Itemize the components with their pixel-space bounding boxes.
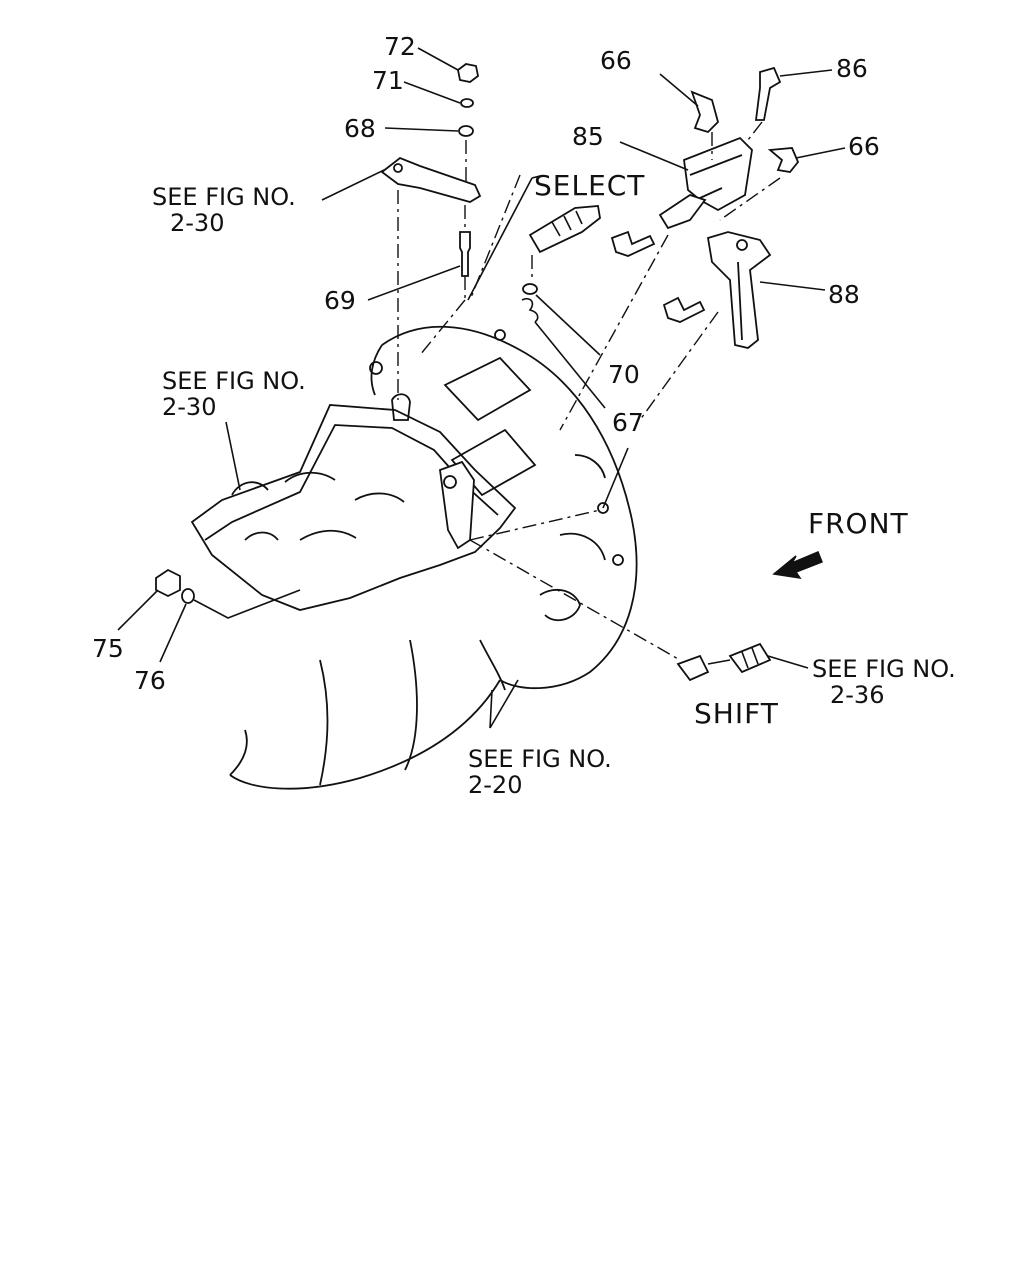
callout-76: 76 (134, 666, 166, 695)
see-fig-2-20-line2: 2-20 (468, 771, 523, 799)
shift-label: SHIFT (694, 697, 779, 730)
front-direction-arrow-icon (772, 551, 823, 580)
shift-cable (439, 447, 772, 682)
callout-88: 88 (828, 280, 860, 309)
see-fig-2-30-lower: SEE FIG NO. 2-30 (162, 368, 306, 420)
callout-69: 69 (324, 286, 356, 315)
see-fig-2-30-lower-line2: 2-30 (162, 393, 217, 421)
see-fig-2-20-line1: SEE FIG NO. (468, 745, 612, 773)
nut-72-shape (457, 63, 479, 83)
see-fig-2-36-line2: 2-36 (830, 681, 885, 709)
callout-71: 71 (372, 66, 404, 95)
nut-75-shape (155, 568, 181, 598)
see-fig-2-30-upper-line1: SEE FIG NO. (152, 183, 296, 211)
callout-70: 70 (608, 360, 640, 389)
callout-86: 86 (836, 54, 868, 83)
callout-75: 75 (92, 634, 124, 663)
see-fig-2-36: SEE FIG NO. 2-36 (812, 656, 956, 708)
callout-85: 85 (572, 122, 604, 151)
bolt-86-shape (754, 66, 782, 121)
select-cable-end (521, 205, 601, 323)
shift-bracket-assembly (469, 66, 800, 431)
see-fig-2-30-upper-line2: 2-30 (170, 209, 225, 237)
clip-66-right-shape (767, 147, 800, 173)
callout-68: 68 (344, 114, 376, 143)
clip-70-shape (522, 283, 538, 295)
callout-66-upper: 66 (600, 46, 632, 75)
callout-67: 67 (612, 408, 644, 437)
washer-76-shape (181, 588, 195, 604)
washer-68-shape (458, 125, 474, 137)
nut-washer-75-76 (155, 568, 301, 619)
front-label: FRONT (808, 507, 909, 540)
pin-69-shape (459, 231, 471, 277)
clip-66-upper-shape (690, 90, 720, 134)
washer-71-shape (460, 98, 474, 108)
transmission-housing (190, 325, 638, 790)
callout-66-right: 66 (848, 132, 880, 161)
see-fig-2-36-line1: SEE FIG NO. (812, 655, 956, 683)
see-fig-2-20: SEE FIG NO. 2-20 (468, 746, 612, 798)
see-fig-2-30-lower-line1: SEE FIG NO. (162, 367, 306, 395)
bracket-85-shape (683, 136, 753, 212)
select-lever-assembly (380, 63, 482, 421)
select-lever-arm (380, 156, 482, 203)
callout-leader-lines (117, 47, 846, 729)
callout-72: 72 (384, 32, 416, 61)
see-fig-2-30-upper: SEE FIG NO. 2-30 (152, 184, 296, 236)
select-label: SELECT (534, 169, 646, 202)
